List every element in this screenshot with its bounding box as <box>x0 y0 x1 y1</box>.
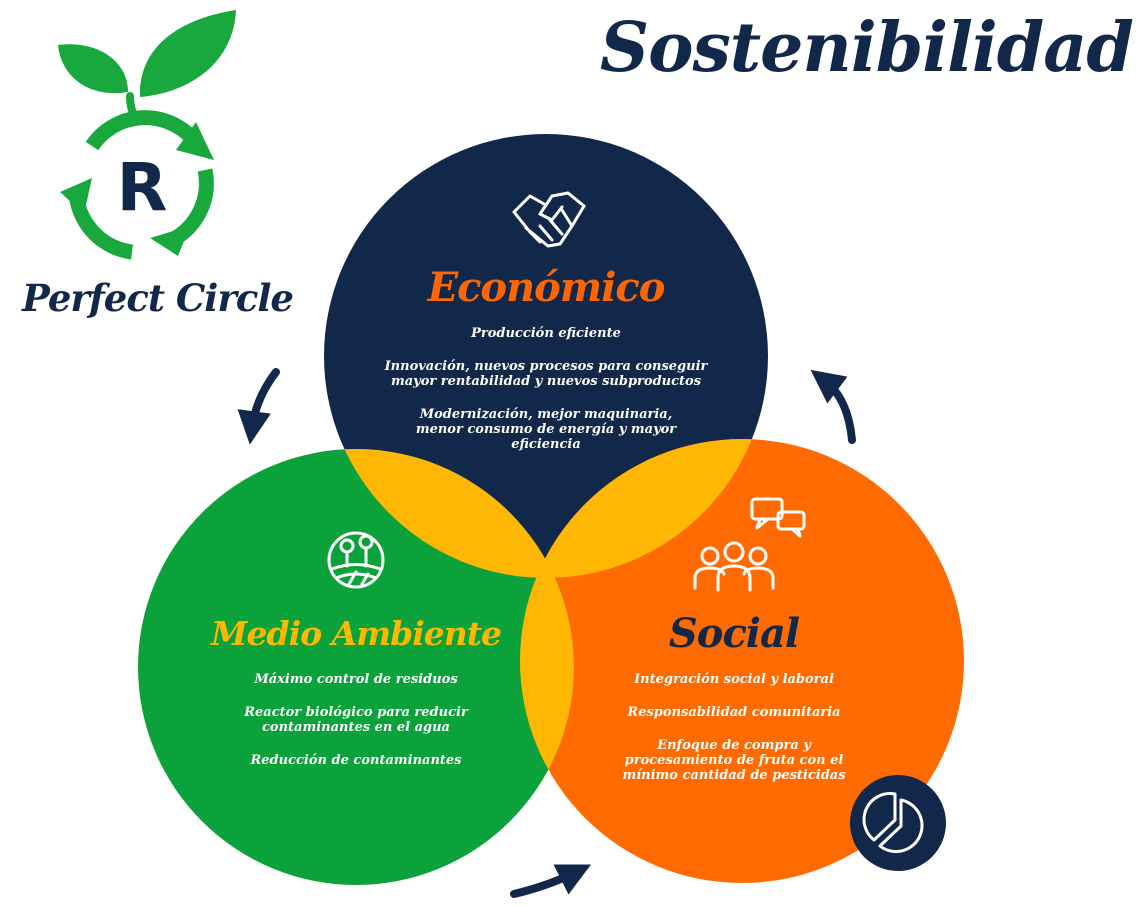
social-heading: Social <box>668 610 800 657</box>
logo-leaves <box>58 10 236 122</box>
social-item: Integración social y laboral <box>634 672 834 687</box>
economico-item: Producción eficiente <box>471 326 621 341</box>
people-chat-icon <box>693 497 806 592</box>
social-item: Responsabilidad comunitaria <box>627 705 841 720</box>
social-item: Enfoque de compra y procesamiento de fru… <box>622 738 846 783</box>
medio-ambiente-items: Máximo control de residuos Reactor bioló… <box>196 672 516 768</box>
overlap-top-left <box>324 449 574 578</box>
handshake-icon <box>512 191 586 248</box>
logo-letter: R <box>116 149 168 226</box>
curved-arrow-right-icon <box>510 864 592 898</box>
medio-ambiente-section: Medio Ambiente Máximo control de residuo… <box>196 608 516 786</box>
social-section: Social Integración social y laboral Resp… <box>592 608 876 801</box>
brand-name: Perfect Circle <box>22 276 294 320</box>
landscape-trees-icon <box>327 531 385 589</box>
overlap-top-right <box>520 439 768 578</box>
economico-item: Innovación, nuevos procesos para consegu… <box>384 359 708 389</box>
medio-ambiente-item: Máximo control de residuos <box>254 672 458 687</box>
medio-ambiente-heading: Medio Ambiente <box>211 614 502 653</box>
economico-section: Económico Producción eficiente Innovació… <box>366 262 726 470</box>
medio-ambiente-item: Reactor biológico para reducir contamina… <box>244 705 468 735</box>
pie-chart-icon <box>862 792 924 853</box>
medio-ambiente-item: Reducción de contaminantes <box>250 753 462 768</box>
economico-items: Producción eficiente Innovación, nuevos … <box>366 326 726 452</box>
page-title: Sostenibilidad <box>600 8 1134 88</box>
curved-arrow-up-icon <box>810 369 856 444</box>
recycle-arrowheads <box>60 122 214 256</box>
social-items: Integración social y laboral Responsabil… <box>592 672 876 783</box>
economico-heading: Económico <box>427 264 666 311</box>
economico-item: Modernización, mejor maquinaria, menor c… <box>415 407 677 452</box>
curved-arrow-down-icon <box>237 368 280 445</box>
logo-inner-circle <box>96 142 188 234</box>
